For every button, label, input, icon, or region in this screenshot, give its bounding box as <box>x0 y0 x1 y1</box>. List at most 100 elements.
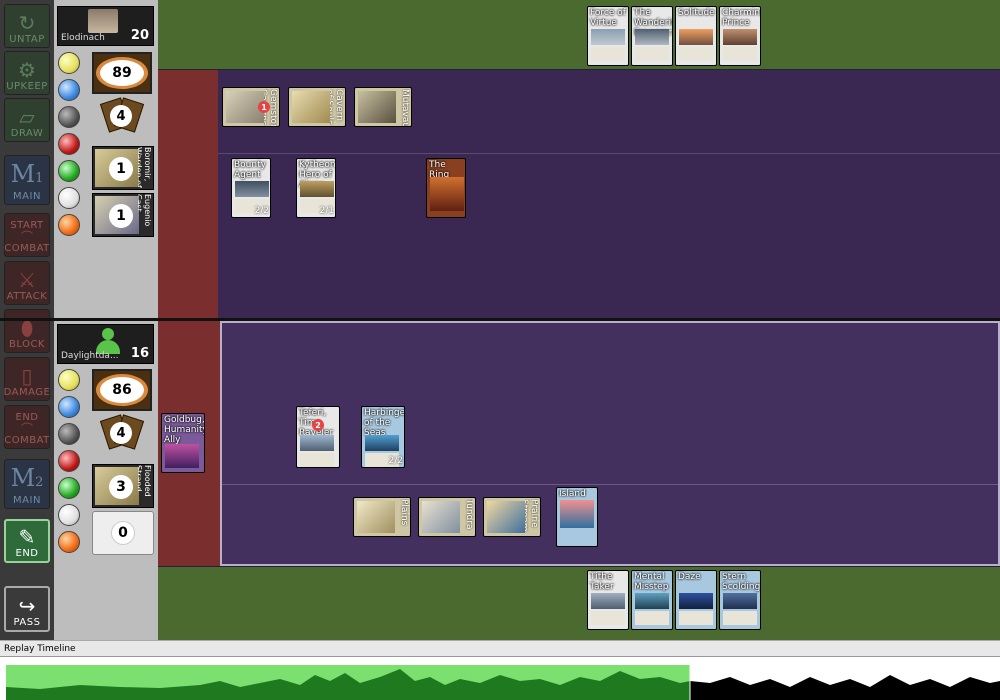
mana-white-yellow-icon[interactable] <box>58 369 80 391</box>
phase-end-combat-button[interactable]: END ⌒ COMBAT <box>4 405 50 449</box>
player-land-island[interactable]: Island <box>556 487 598 547</box>
gear-icon: ⚙ <box>18 58 36 82</box>
mana-colorless-icon[interactable] <box>58 504 80 526</box>
mana-red-icon[interactable] <box>58 133 80 155</box>
phase-upkeep-button[interactable]: ⚙ UPKEEP <box>4 51 50 95</box>
opponent-creature[interactable]: Kytheon, Hero of Akros 2/1 <box>296 158 336 218</box>
player-hand-card[interactable]: Tithe Taker <box>587 570 629 630</box>
untap-icon: ↻ <box>18 11 36 35</box>
phase-bar: ↻ UNTAP ⚙ UPKEEP ▱ DRAW M1 MAIN START ⌒ … <box>0 0 54 640</box>
player-library-count: 86 <box>100 377 144 403</box>
player-panel: Daylightda... 16 86 4 Flooded Strand 3 0 <box>54 321 158 640</box>
player-life: 16 <box>130 346 149 361</box>
opponent-emblem-card[interactable]: The Ring <box>426 158 466 218</box>
mana-blue-icon[interactable] <box>58 396 80 418</box>
main-m-glyph: M <box>10 464 36 492</box>
player-battlefield-divider <box>222 484 998 485</box>
mana-other-icon[interactable] <box>58 531 80 553</box>
player-commander-card[interactable]: Goldbug, Humanity's Ally <box>161 413 205 473</box>
main1-number: 1 <box>35 171 44 186</box>
player-hand-card[interactable]: Daze <box>675 570 717 630</box>
mana-black-icon[interactable] <box>58 106 80 128</box>
opponent-hand-card[interactable]: The Wandering Emperor <box>631 6 673 66</box>
draw-card-icon: ▱ <box>19 105 35 129</box>
player-exile[interactable]: 0 <box>92 511 154 555</box>
mana-colorless-icon[interactable] <box>58 187 80 209</box>
opponent-hand-card[interactable]: Charming Prince <box>719 6 761 66</box>
player-library[interactable]: 86 <box>92 369 152 411</box>
player-battlefield <box>220 321 1000 566</box>
broom-icon: ✎ <box>18 525 36 549</box>
counter-badge: 1 <box>258 101 270 113</box>
opponent-graveyard[interactable]: Boromir, Warden of the Tower 1 <box>92 146 154 190</box>
player-avatar <box>96 328 120 354</box>
phase-untap-button[interactable]: ↻ UNTAP <box>4 4 50 48</box>
opponent-hand-card[interactable]: Force of Virtue <box>587 6 629 66</box>
mana-black-icon[interactable] <box>58 423 80 445</box>
opponent-library-count: 89 <box>100 60 144 86</box>
opponent-land[interactable]: Mutavault <box>354 87 412 127</box>
mana-green-icon[interactable] <box>58 160 80 182</box>
phase-start-combat-button[interactable]: START ⌒ COMBAT <box>4 213 50 257</box>
player-hand-count: 4 <box>110 422 132 444</box>
player-name: Daylightda... <box>61 351 119 361</box>
phase-main2-button[interactable]: M2 MAIN <box>4 459 50 509</box>
player-land[interactable]: Prairie Stream <box>483 497 541 537</box>
player-graveyard[interactable]: Flooded Strand 3 <box>92 464 154 508</box>
phase-block-button[interactable]: ⬮ BLOCK <box>4 309 50 353</box>
opponent-land[interactable]: Cavern of Souls <box>288 87 346 127</box>
mana-red-icon[interactable] <box>58 450 80 472</box>
sword-icon: ⚔ <box>18 268 36 292</box>
player-land[interactable]: Tundra <box>418 497 476 537</box>
opponent-hand-card[interactable]: Solitude <box>675 6 717 66</box>
phase-draw-button[interactable]: ▱ DRAW <box>4 98 50 142</box>
player-hand[interactable]: 4 <box>99 414 145 451</box>
pass-arrow-icon: ↪ <box>18 594 36 618</box>
library-icon: 89 <box>96 57 148 89</box>
main2-number: 2 <box>35 475 44 490</box>
shield-icon: ⬮ <box>20 316 34 340</box>
timeline-future-peaks <box>690 675 1000 700</box>
opponent-exile[interactable]: Eugenio Cast... 1 <box>92 193 154 237</box>
mana-other-icon[interactable] <box>58 214 80 236</box>
player-header[interactable]: Daylightda... 16 <box>57 324 154 364</box>
opponent-battlefield <box>218 70 1000 319</box>
combat-arc-icon: ⌒ <box>20 230 33 244</box>
opponent-land[interactable]: Gemstone Caverns <box>222 87 280 127</box>
tombstone-icon: ▯ <box>21 364 33 388</box>
opponent-hand[interactable]: 4 <box>99 97 145 134</box>
player-hand-card[interactable]: Mental Misstep <box>631 570 673 630</box>
player-hand-row <box>158 566 1000 640</box>
timeline-graph <box>6 657 1000 700</box>
opponent-header[interactable]: Elodinach 20 <box>57 6 154 46</box>
player-hand-card[interactable]: Stern Scolding <box>719 570 761 630</box>
opponent-creature[interactable]: Bounty Agent 2/2 <box>231 158 271 218</box>
mana-blue-icon[interactable] <box>58 79 80 101</box>
opponent-library[interactable]: 89 <box>92 52 152 94</box>
combat-arc-icon: ⌒ <box>20 422 33 436</box>
library-icon: 86 <box>96 374 148 406</box>
player-separator <box>0 318 1000 321</box>
phase-main1-button[interactable]: M1 MAIN <box>4 155 50 205</box>
opponent-command-zone <box>158 70 218 319</box>
opponent-life: 20 <box>130 28 149 43</box>
opponent-name: Elodinach <box>61 33 105 43</box>
phase-damage-button[interactable]: ▯ DAMAGE <box>4 357 50 401</box>
player-creature[interactable]: Teferi, Time Raveler <box>296 406 340 468</box>
mana-green-icon[interactable] <box>58 477 80 499</box>
opponent-battlefield-divider <box>218 153 1000 154</box>
phase-end-button[interactable]: ✎ END <box>4 519 50 563</box>
opponent-panel: Elodinach 20 89 4 Boromir, Warden of the… <box>54 0 158 318</box>
opponent-avatar <box>88 9 118 33</box>
phase-attack-button[interactable]: ⚔ ATTACK <box>4 261 50 305</box>
replay-timeline-label: Replay Timeline <box>0 640 1000 656</box>
timeline-played-peaks <box>6 669 690 700</box>
player-creature[interactable]: Harbinger of the Seas 2/2 <box>361 406 405 468</box>
replay-timeline[interactable] <box>0 656 1000 700</box>
player-land[interactable]: Plains <box>353 497 411 537</box>
opponent-hand-row <box>158 0 1000 70</box>
counter-badge: 2 <box>312 419 324 431</box>
mana-white-yellow-icon[interactable] <box>58 52 80 74</box>
pass-button[interactable]: ↪ PASS <box>4 586 50 632</box>
